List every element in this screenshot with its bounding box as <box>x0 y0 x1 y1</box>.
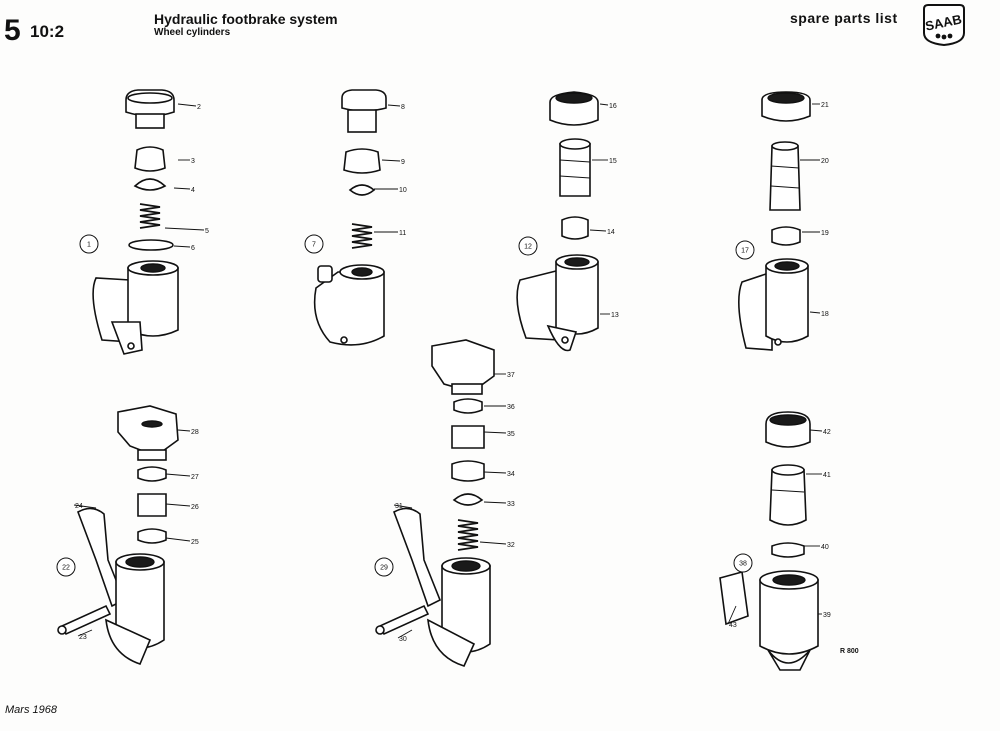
assembly-label-1: 1 <box>79 234 99 254</box>
part-number-35: 35 <box>507 431 515 438</box>
part-18-leader <box>809 311 821 314</box>
part-26-leader <box>165 503 191 507</box>
part-28-leader <box>177 429 191 432</box>
issue-date: Mars 1968 <box>5 704 57 716</box>
part-number-34: 34 <box>507 471 515 478</box>
part-34-leader <box>483 471 507 474</box>
part-16-leader <box>599 103 609 106</box>
part-number-30: 30 <box>399 636 407 643</box>
part-9-leader <box>381 159 401 162</box>
part-number-19: 19 <box>821 230 829 237</box>
part-number-6: 6 <box>191 245 195 252</box>
part-number-18: 18 <box>821 311 829 318</box>
part-number-21: 21 <box>821 102 829 109</box>
svg-text:17: 17 <box>741 248 749 255</box>
svg-text:29: 29 <box>380 565 388 572</box>
assembly-7-wheel-cylinder <box>313 89 387 346</box>
part-6-leader <box>173 245 191 248</box>
part-42-leader <box>809 429 823 432</box>
part-number-28: 28 <box>191 429 199 436</box>
document-type-label: spare parts list <box>790 10 898 26</box>
part-30-leader <box>397 629 413 639</box>
svg-text:12: 12 <box>524 244 532 251</box>
assembly-label-7: 7 <box>304 234 324 254</box>
part-number-39: 39 <box>823 612 831 619</box>
part-35-leader <box>483 431 507 434</box>
part-number-15: 15 <box>609 158 617 165</box>
part-number-4: 4 <box>191 187 195 194</box>
assembly-label-17: 17 <box>735 240 755 260</box>
page-subtitle: Wheel cylinders <box>154 27 231 38</box>
part-2-leader <box>177 103 197 107</box>
assembly-label-12: 12 <box>518 236 538 256</box>
part-number-25: 25 <box>191 539 199 546</box>
svg-text:22: 22 <box>62 565 70 572</box>
assembly-17-wheel-cylinder <box>738 91 811 351</box>
part-number-5: 5 <box>205 228 209 235</box>
part-number-20: 20 <box>821 158 829 165</box>
part-number-24: 24 <box>75 503 83 510</box>
part-number-14: 14 <box>607 229 615 236</box>
svg-text:SAAB: SAAB <box>924 11 963 33</box>
assembly-label-22: 22 <box>56 557 76 577</box>
section-sub-number: 10:2 <box>30 22 65 41</box>
part-number-3: 3 <box>191 158 195 165</box>
assembly-12-wheel-cylinder <box>516 91 599 352</box>
part-number-11: 11 <box>399 230 406 237</box>
part-24-leader <box>73 504 97 509</box>
part-25-leader <box>165 537 191 542</box>
assembly-label-38: 38 <box>733 553 753 573</box>
part-number-43: 43 <box>729 622 737 629</box>
part-number-32: 32 <box>507 542 515 549</box>
assembly-29-wheel-cylinder <box>375 339 495 667</box>
part-32-leader <box>479 541 507 545</box>
part-23-leader <box>77 629 93 637</box>
part-number-10: 10 <box>399 187 407 194</box>
part-number-2: 2 <box>197 104 201 111</box>
part-number-40: 40 <box>821 544 829 551</box>
part-number-8: 8 <box>401 104 405 111</box>
part-number-33: 33 <box>507 501 515 508</box>
part-4-leader <box>173 187 191 190</box>
part-number-41: 41 <box>823 472 831 479</box>
part-number-31: 31 <box>395 503 403 510</box>
part-31-leader <box>393 504 413 509</box>
part-number-42: 42 <box>823 429 831 436</box>
part-number-26: 26 <box>191 504 199 511</box>
page-title: Hydraulic footbrake system <box>154 11 338 27</box>
part-43-leader <box>727 605 737 625</box>
part-number-23: 23 <box>79 634 87 641</box>
part-5-leader <box>164 227 205 231</box>
assembly-38-wheel-cylinder <box>719 411 819 671</box>
part-33-leader <box>483 501 507 504</box>
part-number-27: 27 <box>191 474 199 481</box>
assembly-label-29: 29 <box>374 557 394 577</box>
section-number: 5 <box>4 14 21 47</box>
assembly-1-wheel-cylinder <box>92 89 179 355</box>
svg-text:38: 38 <box>739 561 747 568</box>
saab-logo-icon: SAAB <box>923 4 965 47</box>
part-number-16: 16 <box>609 103 617 110</box>
part-number-9: 9 <box>401 159 405 166</box>
part-8-leader <box>387 104 401 107</box>
drawing-reference: R 800 <box>840 648 859 655</box>
part-number-37: 37 <box>507 372 515 379</box>
part-14-leader <box>589 229 607 232</box>
part-27-leader <box>165 473 191 477</box>
svg-text:7: 7 <box>312 242 316 249</box>
assembly-22-wheel-cylinder <box>57 405 179 665</box>
svg-text:1: 1 <box>87 242 91 249</box>
part-number-36: 36 <box>507 404 515 411</box>
part-number-13: 13 <box>611 312 619 319</box>
